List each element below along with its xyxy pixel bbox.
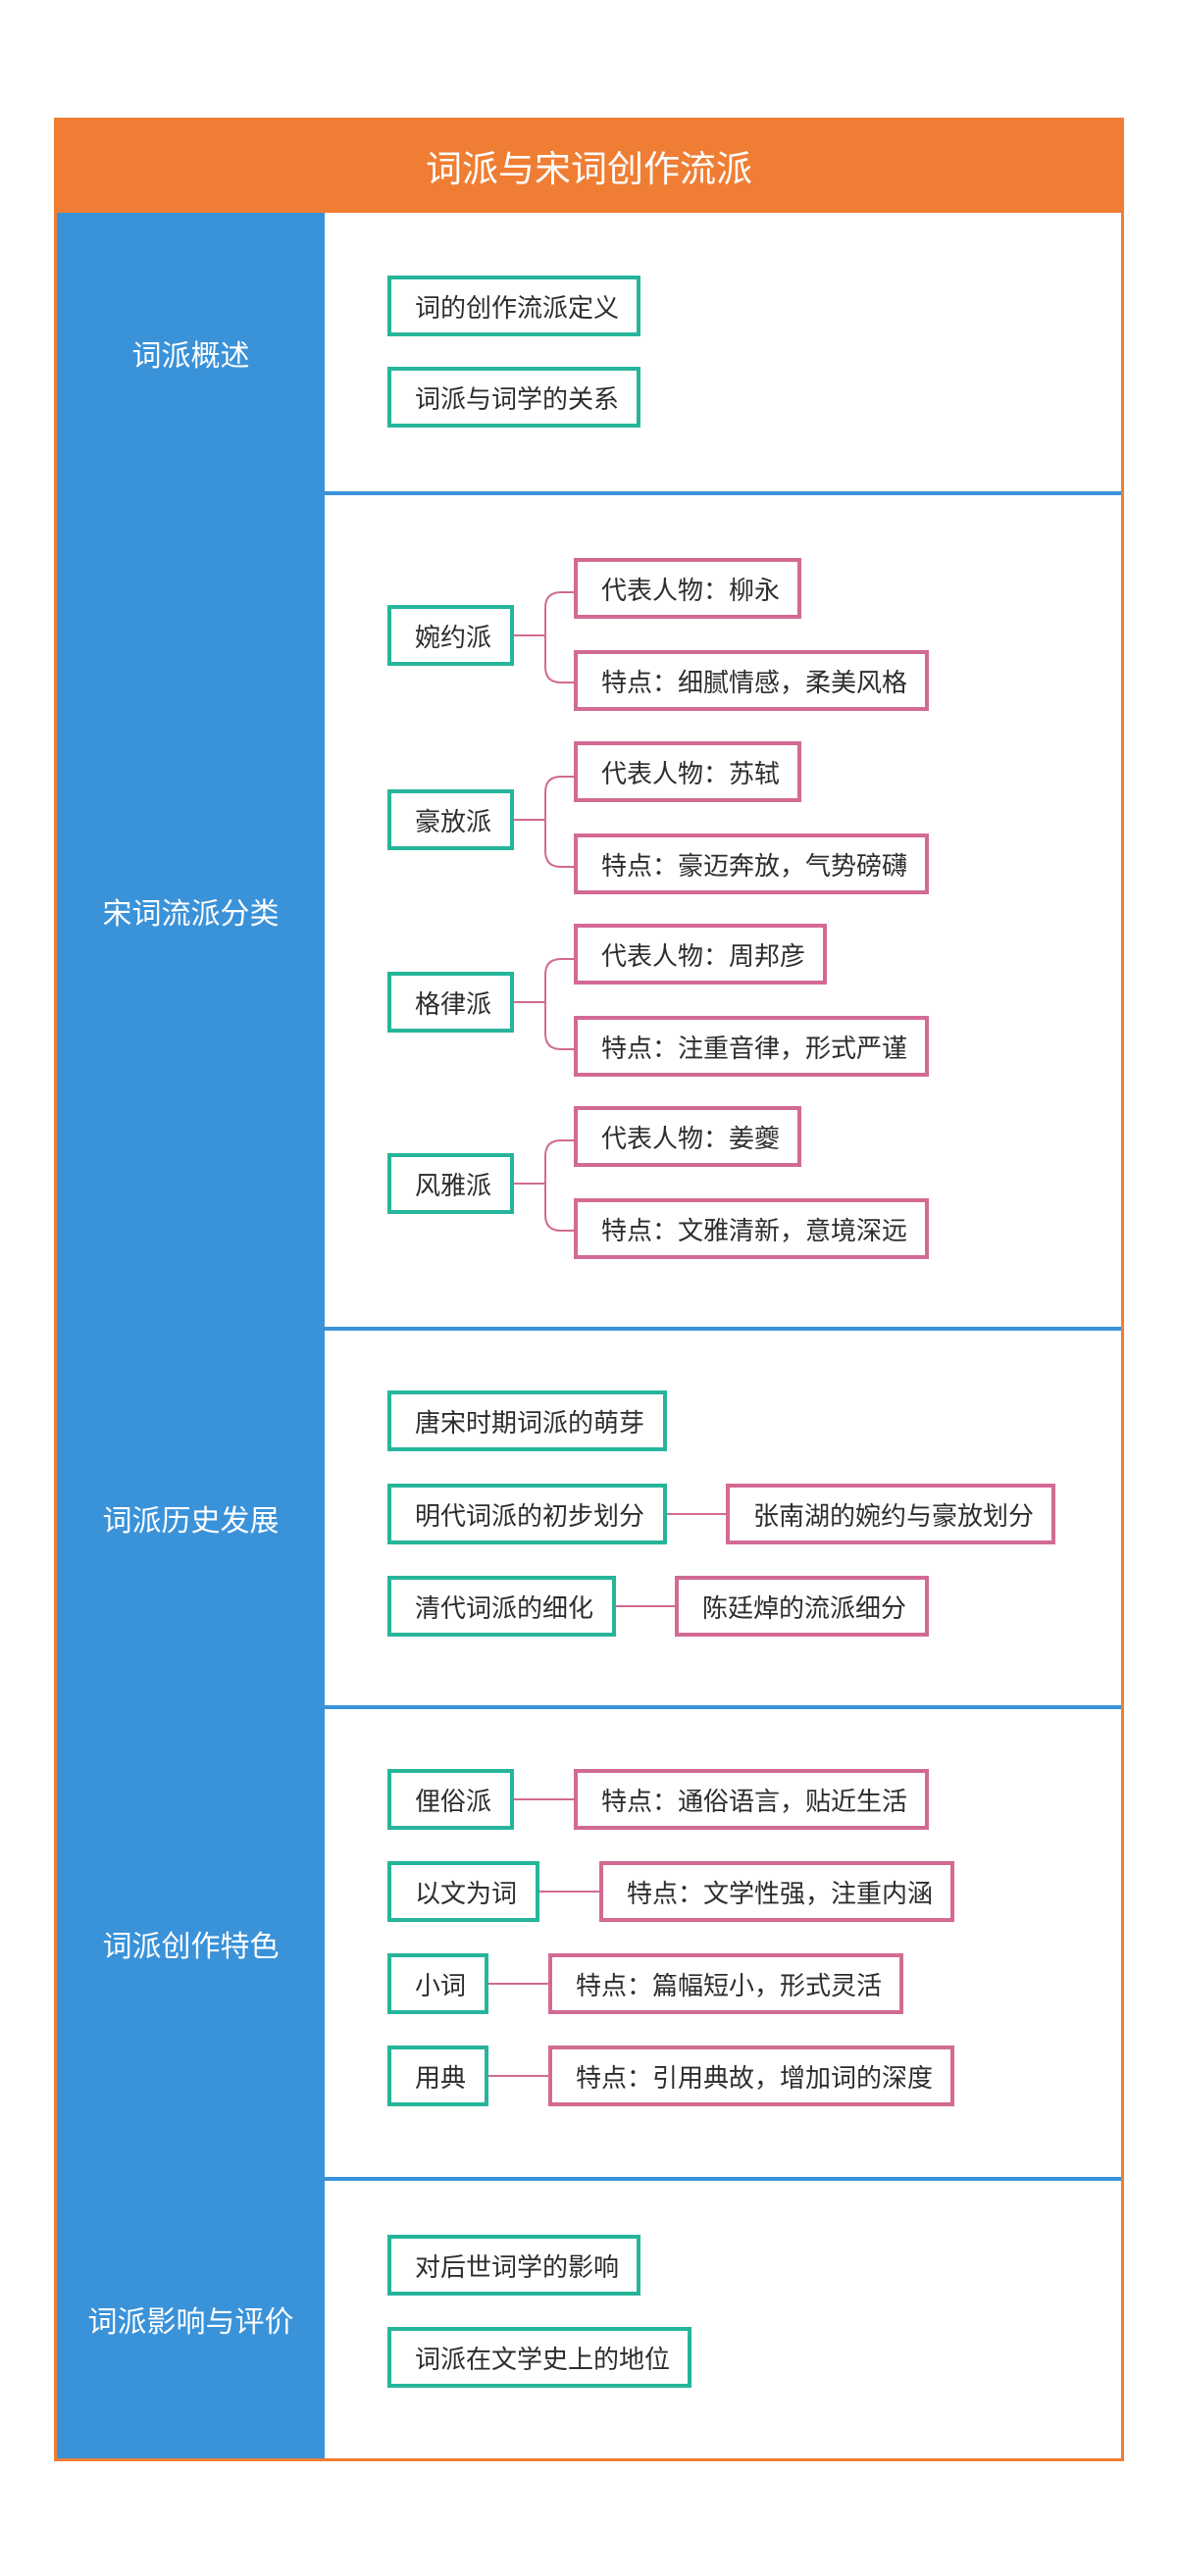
node-qing-refinement: 清代词派的细化 xyxy=(387,1576,616,1637)
node-lisu-school: 俚俗派 xyxy=(387,1769,514,1830)
node-chen-tingzhuo-subdivision: 陈廷焯的流派细分 xyxy=(675,1576,929,1637)
node-fengya-feature: 特点：文雅清新，意境深远 xyxy=(574,1198,929,1259)
node-school-poetics-relation: 词派与词学的关系 xyxy=(387,367,640,428)
node-xiaoci: 小词 xyxy=(387,1953,488,2014)
node-gelv-feature: 特点：注重音律，形式严谨 xyxy=(574,1016,929,1077)
section-divider xyxy=(325,1327,1121,1331)
connector-line xyxy=(514,776,577,821)
connector-line xyxy=(514,958,577,1003)
node-haofang-feature: 特点：豪迈奔放，气势磅礴 xyxy=(574,833,929,894)
connector-line xyxy=(544,1002,577,1050)
node-haofang-school: 豪放派 xyxy=(387,789,514,850)
node-fengya-representative: 代表人物：姜夔 xyxy=(574,1106,801,1167)
node-prose-as-ci-feature: 特点：文学性强，注重内涵 xyxy=(599,1861,954,1922)
node-ming-division: 明代词派的初步划分 xyxy=(387,1484,667,1544)
node-later-influence: 对后世词学的影响 xyxy=(387,2235,640,2296)
node-zhang-nanhu-division: 张南湖的婉约与豪放划分 xyxy=(726,1484,1055,1544)
node-school-definition: 词的创作流派定义 xyxy=(387,276,640,336)
section-divider xyxy=(325,1705,1121,1709)
node-prose-as-ci: 以文为词 xyxy=(387,1861,539,1922)
connector-line xyxy=(544,820,577,868)
node-fengya-school: 风雅派 xyxy=(387,1153,514,1214)
connector-line xyxy=(514,591,577,636)
node-tang-song-origin: 唐宋时期词派的萌芽 xyxy=(387,1390,667,1451)
category-label-overview: 词派概述 xyxy=(131,339,250,374)
node-lisu-feature: 特点：通俗语言，贴近生活 xyxy=(574,1769,929,1830)
connector-line xyxy=(544,1184,577,1232)
node-gelv-school: 格律派 xyxy=(387,972,514,1033)
node-wanyue-feature: 特点：细腻情感，柔美风格 xyxy=(574,650,929,711)
node-literary-status: 词派在文学史上的地位 xyxy=(387,2327,691,2388)
node-haofang-representative: 代表人物：苏轼 xyxy=(574,741,801,802)
section-divider xyxy=(325,2177,1121,2181)
node-gelv-representative: 代表人物：周邦彦 xyxy=(574,924,827,985)
node-allusion-feature: 特点：引用典故，增加词的深度 xyxy=(548,2046,954,2106)
category-label-features: 词派创作特色 xyxy=(102,1929,280,1964)
node-wanyue-representative: 代表人物：柳永 xyxy=(574,558,801,619)
section-divider xyxy=(325,491,1121,495)
category-label-influence: 词派影响与评价 xyxy=(87,2304,294,2340)
category-label-history: 词派历史发展 xyxy=(102,1504,280,1539)
connector-line xyxy=(544,635,577,683)
node-wanyue-school: 婉约派 xyxy=(387,605,514,666)
node-xiaoci-feature: 特点：篇幅短小，形式灵活 xyxy=(548,1953,903,2014)
category-sidebar xyxy=(57,213,325,2458)
connector-line xyxy=(514,1139,577,1185)
diagram-title: 词派与宋词创作流派 xyxy=(54,118,1124,213)
category-label-classification: 宋词流派分类 xyxy=(102,897,280,932)
node-allusion: 用典 xyxy=(387,2046,488,2106)
